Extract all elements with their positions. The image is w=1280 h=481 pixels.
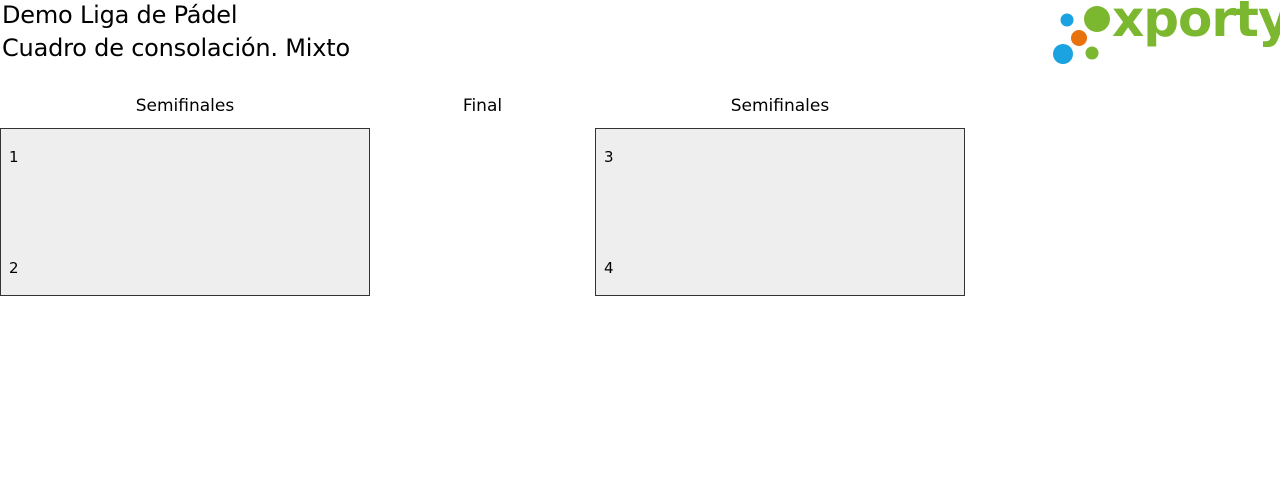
draw-subtitle: Cuadro de consolación. Mixto [2, 34, 350, 62]
round-label-semifinal-right: Semifinales [730, 96, 830, 116]
seed-number: 4 [604, 259, 614, 277]
seed-number: 1 [9, 148, 19, 166]
xporty-dots-icon [1053, 6, 1110, 64]
logo-dot-blue-large [1053, 44, 1073, 64]
logo-dot-orange [1071, 30, 1087, 46]
round-label-semifinal-left: Semifinales [135, 96, 235, 116]
logo-wordmark: xporty [1112, 0, 1280, 48]
xporty-logo[interactable]: xporty [1050, 0, 1280, 68]
page-title: Demo Liga de Pádel [2, 1, 238, 29]
logo-dot-green-large [1084, 6, 1110, 32]
match-box-semifinal-2: 3 4 [595, 128, 965, 296]
match-box-semifinal-1: 1 2 [0, 128, 370, 296]
logo-dot-blue-small [1060, 13, 1074, 27]
logo-dot-green-small [1085, 46, 1099, 60]
round-label-final: Final [462, 96, 503, 116]
seed-number: 2 [9, 259, 19, 277]
seed-number: 3 [604, 148, 614, 166]
